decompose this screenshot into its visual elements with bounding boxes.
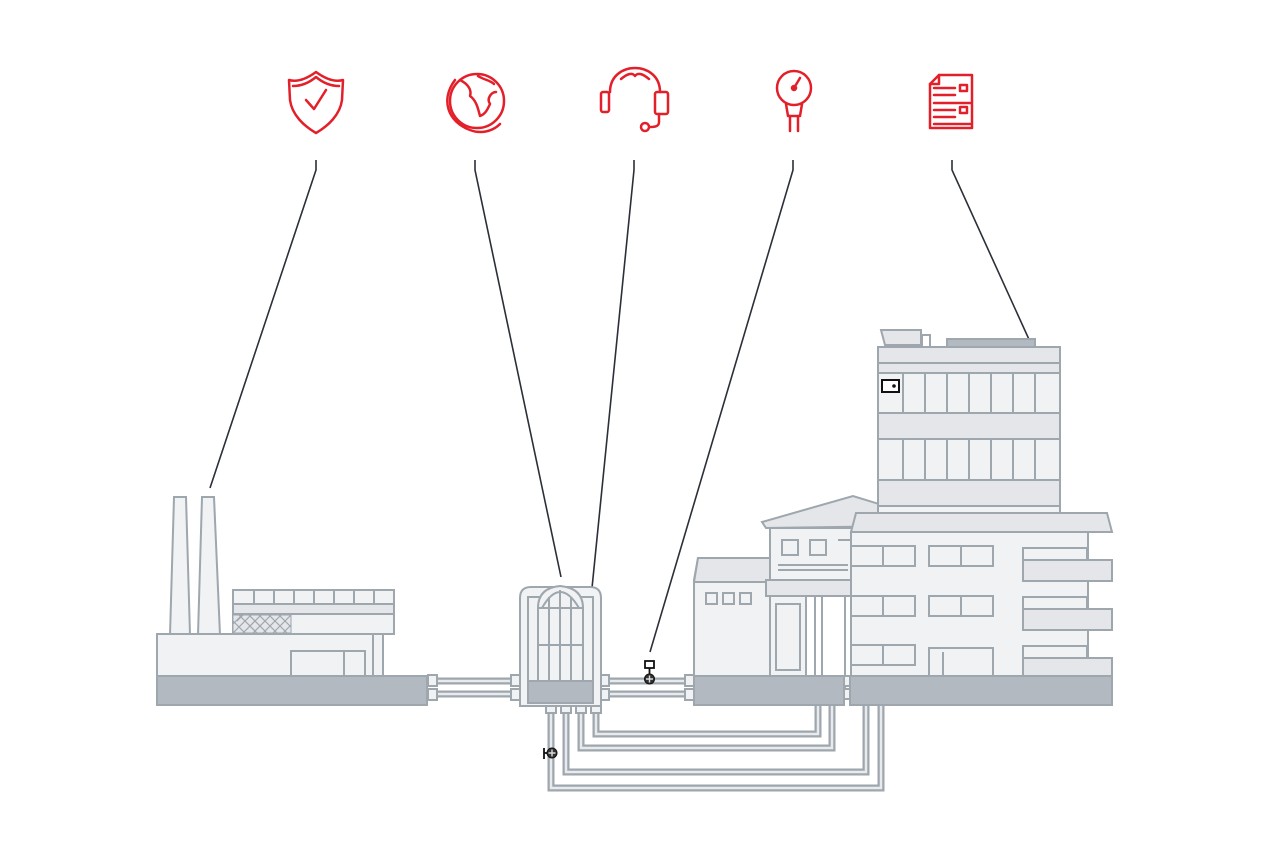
office-tower — [877, 329, 1061, 517]
document-checklist-icon — [928, 73, 974, 130]
headset-icon — [599, 66, 670, 133]
valve-sensor-icon — [644, 660, 655, 685]
sensor-box-icon — [881, 379, 900, 393]
globe-icon — [446, 72, 506, 134]
leader-line-shield — [209, 160, 317, 489]
valve-icon — [543, 747, 558, 759]
modern-building — [849, 512, 1114, 706]
leader-line-headset — [591, 160, 635, 589]
leader-line-gauge — [649, 160, 794, 653]
pavilion-building — [519, 584, 602, 707]
leader-line-document — [951, 160, 1053, 391]
shield-check-icon — [287, 70, 345, 135]
factory-building — [156, 496, 428, 706]
leader-line-globe — [474, 160, 562, 578]
pressure-gauge-icon — [775, 69, 813, 133]
leader-lines — [209, 160, 1053, 653]
